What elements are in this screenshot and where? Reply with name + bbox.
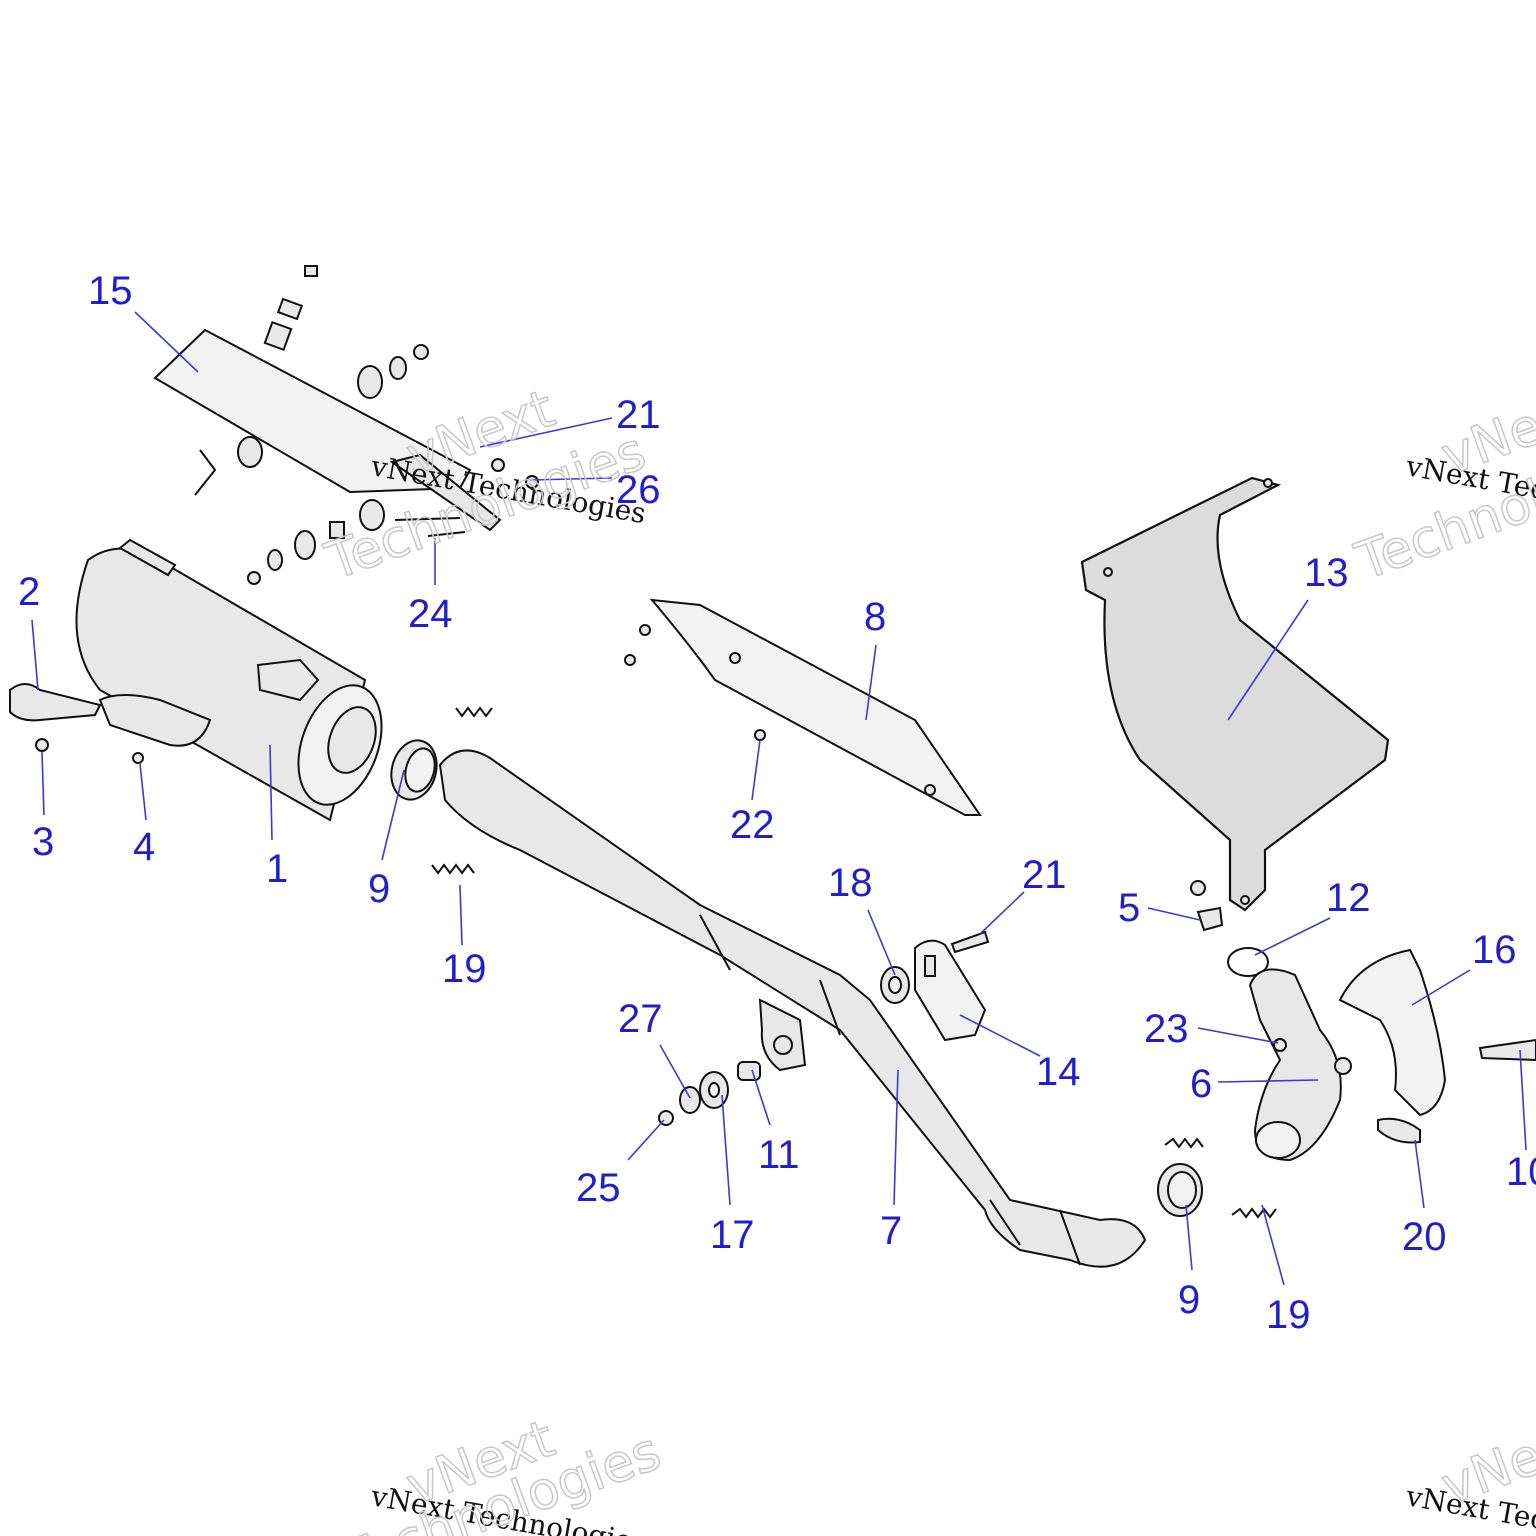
callout-13: 13 xyxy=(1304,551,1349,595)
callout-19-right: 19 xyxy=(1266,1293,1311,1337)
callout-12: 12 xyxy=(1326,876,1371,920)
callout-9-left: 9 xyxy=(368,867,390,911)
callout-10: 10 xyxy=(1506,1150,1536,1194)
callout-19-left: 19 xyxy=(442,947,487,991)
callout-14: 14 xyxy=(1036,1050,1081,1094)
callout-22: 22 xyxy=(730,803,775,847)
callout-18: 18 xyxy=(828,861,873,905)
callout-15: 15 xyxy=(88,269,133,313)
callout-6: 6 xyxy=(1190,1062,1212,1106)
callout-labels: 15 21 26 24 2 3 4 1 9 19 8 22 13 18 21 5… xyxy=(18,269,1536,1337)
clamp-ring-9-left xyxy=(390,739,438,801)
leader-lines xyxy=(31,311,1527,1286)
callout-11: 11 xyxy=(758,1133,800,1177)
bolt-21-middle xyxy=(950,930,990,954)
bracket-14 xyxy=(914,939,987,1042)
muffler-1 xyxy=(9,538,383,822)
spring-middle-right xyxy=(1164,1137,1204,1149)
clamp-20 xyxy=(1377,1117,1421,1144)
exhaust-elbow-6 xyxy=(1248,968,1352,1162)
callout-24: 24 xyxy=(408,592,453,636)
callout-23: 23 xyxy=(1144,1007,1189,1051)
washer-17 xyxy=(699,1071,729,1109)
heat-shield-15 xyxy=(153,265,539,585)
callout-27: 27 xyxy=(618,997,663,1041)
callout-26: 26 xyxy=(616,468,661,512)
grommet-18 xyxy=(880,966,910,1004)
callout-7: 7 xyxy=(880,1209,902,1253)
sensor-10 xyxy=(1478,1038,1536,1062)
head-pipe-7 xyxy=(438,749,1147,1268)
heat-shield-8 xyxy=(624,598,982,816)
spring-19-left xyxy=(431,863,475,875)
callout-20: 20 xyxy=(1402,1215,1447,1259)
callout-2: 2 xyxy=(18,570,40,614)
callout-21-top: 21 xyxy=(616,393,661,437)
spacer-11 xyxy=(737,1061,761,1081)
callout-4: 4 xyxy=(133,825,155,869)
spring-19-right xyxy=(1231,1207,1277,1219)
heat-shield-13 xyxy=(1080,476,1390,912)
clip-5 xyxy=(1190,880,1224,932)
spring-upper xyxy=(455,706,493,718)
washer-27 xyxy=(679,1086,701,1114)
callout-1: 1 xyxy=(266,847,288,891)
callout-9-right: 9 xyxy=(1178,1278,1200,1322)
callout-25: 25 xyxy=(576,1166,621,1210)
clamp-ring-9-right xyxy=(1157,1163,1203,1217)
elbow-shield-16 xyxy=(1338,948,1447,1117)
callout-16: 16 xyxy=(1472,928,1517,972)
callout-5: 5 xyxy=(1118,886,1140,930)
callout-17: 17 xyxy=(710,1213,755,1257)
gasket-12 xyxy=(1227,947,1269,977)
callout-8: 8 xyxy=(864,595,886,639)
callout-21-middle: 21 xyxy=(1022,853,1067,897)
callout-3: 3 xyxy=(32,820,54,864)
